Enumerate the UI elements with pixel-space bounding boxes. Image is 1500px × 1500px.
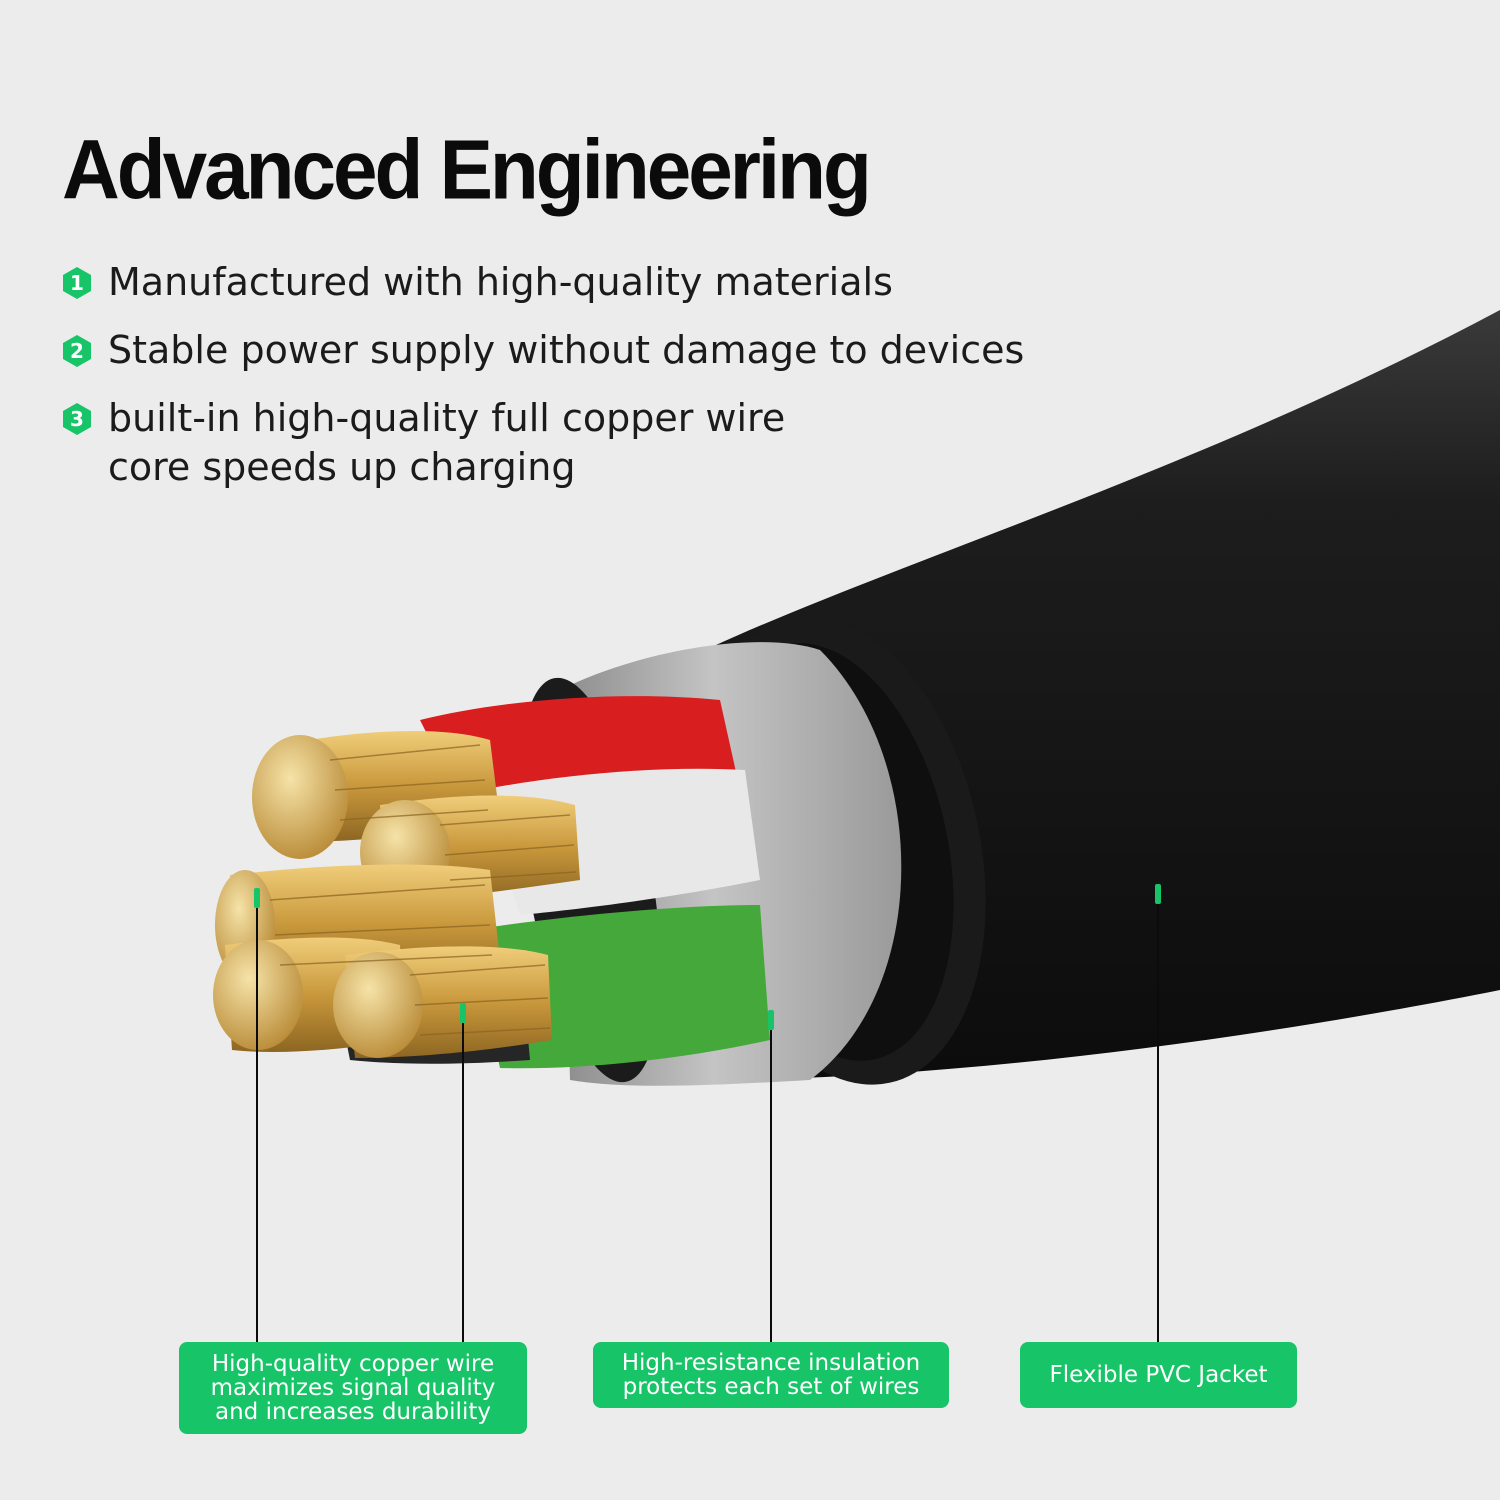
callout-pvc-jacket: Flexible PVC Jacket	[1020, 1342, 1297, 1408]
feature-number: 2	[70, 339, 84, 363]
feature-line: Manufactured with high-quality materials	[108, 260, 893, 304]
feature-text: Manufactured with high-quality materials	[108, 258, 893, 307]
feature-list: 1 Manufactured with high-quality materia…	[60, 258, 1060, 511]
callout-line: High-resistance insulation	[621, 1350, 921, 1376]
feature-item-2: 2 Stable power supply without damage to …	[60, 326, 1060, 375]
numbered-hexagon-icon: 1	[60, 266, 94, 300]
feature-text: Stable power supply without damage to de…	[108, 326, 1024, 375]
callout-copper-wire: High-quality copper wire maximizes signa…	[179, 1342, 527, 1434]
feature-line: built-in high-quality full copper wire	[108, 396, 786, 440]
feature-line: core speeds up charging	[108, 445, 576, 489]
callout-line: maximizes signal quality	[210, 1375, 496, 1401]
callout-line: High-quality copper wire	[211, 1351, 495, 1377]
numbered-hexagon-icon: 2	[60, 334, 94, 368]
numbered-hexagon-icon: 3	[60, 402, 94, 436]
feature-number: 3	[70, 407, 84, 431]
callout-pointer-markers	[254, 884, 1161, 1030]
copper-strand-bundles	[213, 730, 580, 1058]
feature-line: Stable power supply without damage to de…	[108, 328, 1025, 372]
feature-number: 1	[70, 271, 84, 295]
page-title: Advanced Engineering	[62, 122, 872, 217]
feature-text: built-in high-quality full copper wire c…	[108, 394, 785, 492]
callout-line: and increases durability	[215, 1399, 491, 1425]
feature-item-1: 1 Manufactured with high-quality materia…	[60, 258, 1060, 307]
feature-item-3: 3 built-in high-quality full copper wire…	[60, 394, 1060, 492]
callout-line: Flexible PVC Jacket	[1049, 1362, 1268, 1388]
callout-insulation: High-resistance insulation protects each…	[593, 1342, 949, 1408]
callout-pointer-lines	[256, 895, 1159, 1342]
callout-line: protects each set of wires	[622, 1374, 920, 1400]
